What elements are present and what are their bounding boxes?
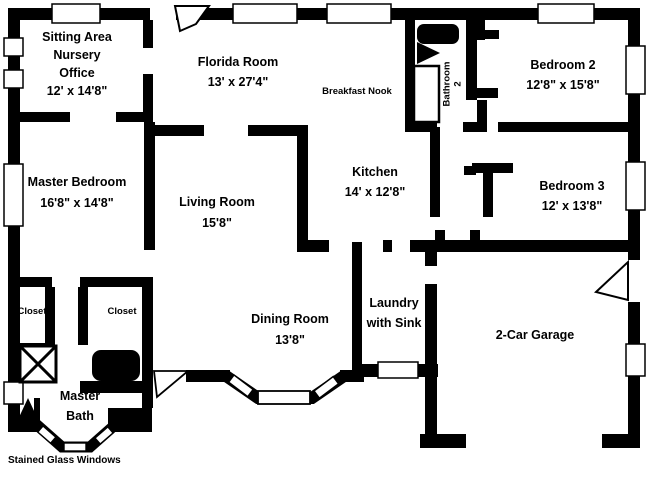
room-label-bedroom3: Bedroom 3 12' x 13'8" [502, 176, 642, 216]
windows [3, 3, 646, 405]
room-label-laundry: Laundry with Sink [344, 293, 444, 333]
window-left-master-bath [3, 381, 24, 405]
bedroom3-dims: 12' x 13'8" [541, 199, 603, 213]
closet-left-name: Closet [17, 306, 47, 317]
window-laundry [377, 361, 419, 379]
dining-room-name: Dining Room [251, 312, 329, 326]
front-door-opening [150, 8, 176, 20]
sink-counter-master-bath [34, 398, 40, 428]
master-bath-line1: Master [59, 389, 101, 403]
dining-door-swing-icon [152, 370, 191, 399]
sitting-line3: Office [59, 66, 95, 80]
window-right-bedroom2 [625, 45, 646, 95]
room-label-garage: 2-Car Garage [455, 325, 615, 345]
room-label-bathroom2: Bathroom 2 [426, 46, 478, 122]
window-left-sitting-2 [3, 69, 24, 89]
stained-glass-caption: Stained Glass Windows [8, 455, 121, 467]
bedroom2-dims: 12'8" x 15'8" [526, 78, 600, 92]
room-label-closet-left: Closet [8, 306, 56, 318]
sink-icon-bathroom2 [417, 42, 440, 64]
master-bath-line2: Bath [66, 409, 94, 423]
room-label-breakfast-nook: Breakfast Nook [303, 86, 411, 98]
window-right-garage [625, 343, 646, 377]
garage-name: 2-Car Garage [495, 328, 575, 342]
kitchen-name: Kitchen [352, 165, 398, 179]
toilet-icon [417, 24, 459, 44]
front-door-swing-icon [173, 5, 211, 33]
master-bedroom-dims: 16'8" x 14'8" [40, 196, 114, 210]
dining-room-dims: 13'8" [275, 333, 305, 347]
breakfast-nook-name: Breakfast Nook [322, 86, 392, 97]
room-label-kitchen: Kitchen 14' x 12'8" [305, 162, 445, 202]
bedroom3-name: Bedroom 3 [539, 179, 605, 193]
room-label-living-room: Living Room 15'8" [147, 192, 287, 234]
sitting-dims: 12' x 14'8" [46, 84, 108, 98]
window-right-bedroom3 [625, 161, 646, 211]
stained-glass-text: Stained Glass Windows [8, 455, 121, 466]
doors [150, 5, 640, 399]
room-label-closet-right: Closet [98, 306, 146, 318]
window-left-master-bedroom [3, 163, 24, 227]
laundry-line1: Laundry [369, 296, 419, 310]
room-label-bedroom2: Bedroom 2 12'8" x 15'8" [493, 55, 633, 95]
room-label-florida-room: Florida Room 13' x 27'4" [158, 52, 318, 92]
room-label-master-bedroom: Master Bedroom 16'8" x 14'8" [6, 172, 148, 214]
window-top-bedroom2 [537, 3, 595, 24]
sitting-line1: Sitting Area [42, 30, 112, 44]
window-top-florida-2 [326, 3, 392, 24]
florida-name: Florida Room [197, 55, 279, 69]
bathroom2-line2: 2 [452, 81, 463, 87]
tub-icon-bathroom2 [412, 64, 441, 124]
window-top-sitting [51, 3, 101, 24]
window-top-florida-1 [232, 3, 298, 24]
walls [8, 8, 640, 448]
room-label-master-bath: Master Bath [42, 386, 118, 426]
bathroom2-line1: Bathroom [441, 61, 452, 107]
tub-icon-master-bath [92, 350, 140, 381]
shower-icon [18, 344, 58, 384]
florida-dims: 13' x 27'4" [207, 75, 269, 89]
room-label-sitting-area: Sitting Area Nursery Office 12' x 14'8" [10, 28, 144, 100]
kitchen-dims: 14' x 12'8" [344, 185, 406, 199]
dining-bay-window [222, 371, 348, 405]
closet-right-name: Closet [107, 306, 137, 317]
master-bedroom-name: Master Bedroom [27, 175, 127, 189]
room-label-dining-room: Dining Room 13'8" [220, 309, 360, 351]
living-room-dims: 15'8" [202, 216, 232, 230]
stained-glass-bay-window [32, 419, 120, 453]
bedroom2-name: Bedroom 2 [530, 58, 596, 72]
fixtures [14, 24, 459, 428]
garage-door-opening [628, 260, 640, 302]
garage-door-swing-icon [593, 259, 629, 302]
window-left-sitting-1 [3, 37, 24, 57]
laundry-line2: with Sink [366, 316, 422, 330]
sitting-line2: Nursery [53, 48, 101, 62]
living-room-name: Living Room [179, 195, 255, 209]
